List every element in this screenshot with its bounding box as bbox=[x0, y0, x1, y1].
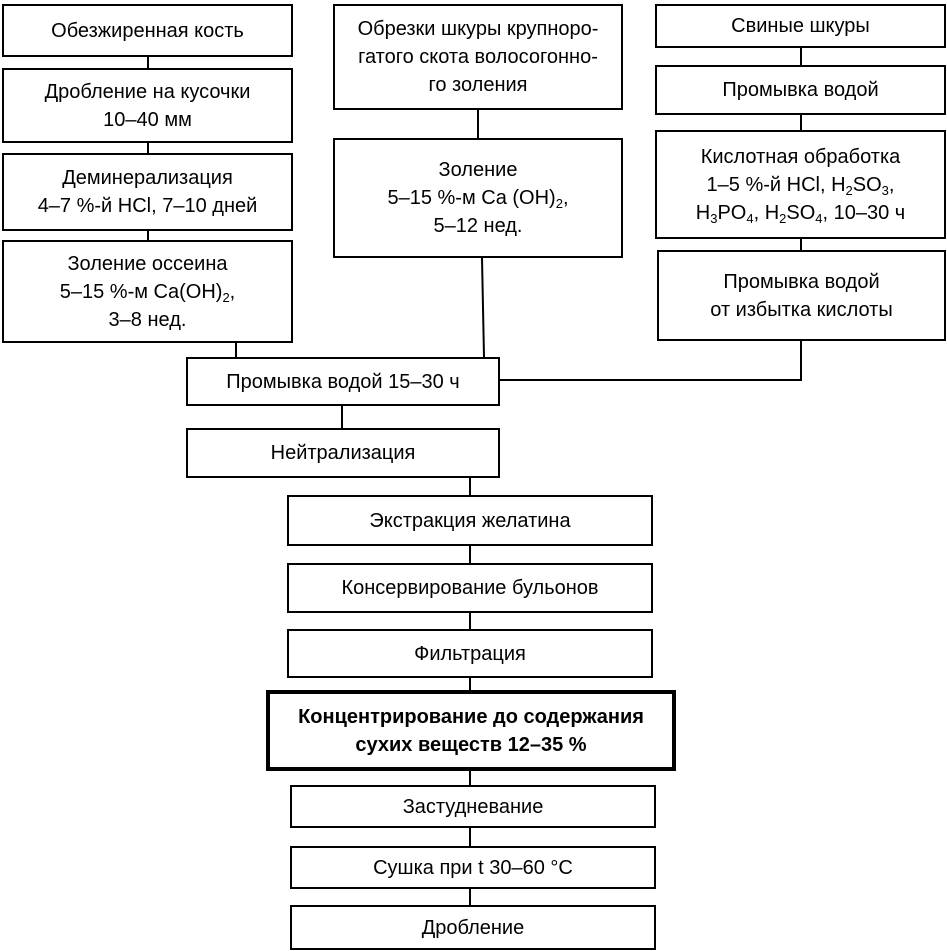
subscript: 2 bbox=[222, 289, 230, 305]
box-text-line: 10–40 мм bbox=[103, 108, 192, 131]
subscript: 2 bbox=[779, 210, 787, 226]
wash-box: Промывка водой 15–30 ч bbox=[186, 357, 500, 406]
box-text-line: Промывка водой bbox=[722, 79, 879, 101]
text-part: SO bbox=[786, 201, 816, 224]
text-part: SO bbox=[852, 173, 882, 196]
subscript: 4 bbox=[815, 210, 823, 226]
box-text-line: Застудневание bbox=[402, 795, 544, 818]
box-text-line: от избытка кислоты bbox=[710, 298, 893, 321]
box-text-line: Кислотная обработка bbox=[701, 143, 901, 171]
box-text-line: H3PO4, H2SO4, 10–30 ч bbox=[696, 199, 905, 227]
box-text-line: 3–8 нед. bbox=[109, 306, 187, 334]
text-part: 5–15 %-м Ca (OH) bbox=[387, 187, 556, 209]
connector-liming-to-wash bbox=[481, 257, 485, 358]
box-text-line: сухих веществ 12–35 % bbox=[355, 733, 587, 756]
text-part: , H bbox=[753, 201, 780, 224]
box-text-line: Концентрирование до содержания bbox=[298, 705, 644, 728]
raw-bone-box: Обезжиренная кость bbox=[2, 4, 293, 57]
grinding-box: Дробление bbox=[290, 905, 656, 950]
text-part: Золение оссеина bbox=[67, 252, 228, 275]
drying-box: Сушка при t 30–60 °С bbox=[290, 846, 656, 889]
box-text-line: 5–15 %-м Ca (OH)2, bbox=[387, 184, 568, 212]
subscript: 3 bbox=[881, 182, 889, 198]
box-text-line: Золение bbox=[439, 156, 518, 184]
text-part: 3–8 нед. bbox=[108, 308, 187, 331]
subscript: 4 bbox=[746, 210, 754, 226]
box-text-line: Обрезки шкуры крупноро- bbox=[357, 18, 599, 40]
connector-acidwash-to-wash bbox=[500, 341, 802, 381]
box-text-line: Промывка водой bbox=[723, 270, 880, 293]
acid-wash-box: Промывка водой от избытка кислоты bbox=[657, 250, 946, 341]
box-text-line: го золения bbox=[428, 74, 528, 96]
demineralization-box: Деминерализация 4–7 %-й HCl, 7–10 дней bbox=[2, 153, 293, 231]
crushing-box: Дробление на кусочки 10–40 мм bbox=[2, 68, 293, 143]
text-part: 5–15 %-м Ca(OH) bbox=[59, 280, 223, 303]
text-part: 5–12 нед. bbox=[433, 215, 523, 237]
filtration-box: Фильтрация bbox=[287, 629, 653, 678]
concentration-box: Концентрирование до содержания сухих веще… bbox=[266, 690, 676, 771]
text-part: H bbox=[695, 201, 711, 224]
text-part: , bbox=[562, 187, 569, 209]
box-text-line: 5–15 %-м Ca(OH)2, bbox=[60, 278, 235, 306]
box-text-line: Обезжиренная кость bbox=[51, 19, 244, 42]
preservation-box: Консервирование бульонов bbox=[287, 563, 653, 613]
box-text-line: Дробление bbox=[421, 916, 525, 939]
text-part: 1–5 %-й HCl, H bbox=[706, 173, 846, 196]
text-part: PO bbox=[717, 201, 747, 224]
box-text-line: гатого скота волосогонно- bbox=[358, 46, 598, 68]
subscript: 2 bbox=[845, 182, 853, 198]
box-text-line: Промывка водой 15–30 ч bbox=[226, 370, 460, 393]
pig-skins-box: Свиные шкуры bbox=[655, 4, 946, 48]
box-text-line: 5–12 нед. bbox=[433, 212, 522, 240]
box-text-line: Фильтрация bbox=[414, 642, 526, 665]
box-text-line: 4–7 %-й HCl, 7–10 дней bbox=[37, 195, 258, 217]
box-text-line: Консервирование бульонов bbox=[341, 577, 599, 599]
box-text-line: Свиные шкуры bbox=[731, 15, 870, 37]
box-text-line: 1–5 %-й HCl, H2SO3, bbox=[707, 171, 895, 199]
box-text-line: Сушка при t 30–60 °С bbox=[373, 856, 573, 879]
box-text-line: Нейтрализация bbox=[270, 442, 416, 464]
hide-trimmings-box: Обрезки шкуры крупноро-гатого скота воло… bbox=[333, 4, 623, 110]
box-text-line: Экстракция желатина bbox=[369, 509, 571, 532]
neutralization-box: Нейтрализация bbox=[186, 428, 500, 478]
extraction-box: Экстракция желатина bbox=[287, 495, 653, 546]
gelation-box: Застудневание bbox=[290, 785, 656, 828]
text-part: Кислотная обработка bbox=[700, 145, 901, 168]
text-part: , 10–30 ч bbox=[822, 201, 906, 224]
box-text-line: Дробление на кусочки bbox=[44, 80, 251, 103]
box-text-line: Деминерализация bbox=[62, 167, 233, 189]
text-part: Золение bbox=[438, 159, 518, 181]
text-part: , bbox=[888, 173, 895, 196]
liming-box: Золение 5–15 %-м Ca (OH)2, 5–12 нед. bbox=[333, 138, 623, 258]
subscript: 3 bbox=[710, 210, 718, 226]
subscript: 2 bbox=[555, 196, 563, 211]
box-text-line: Золение оссеина bbox=[67, 250, 227, 278]
water-wash-box: Промывка водой bbox=[655, 65, 946, 115]
text-part: , bbox=[229, 280, 236, 303]
